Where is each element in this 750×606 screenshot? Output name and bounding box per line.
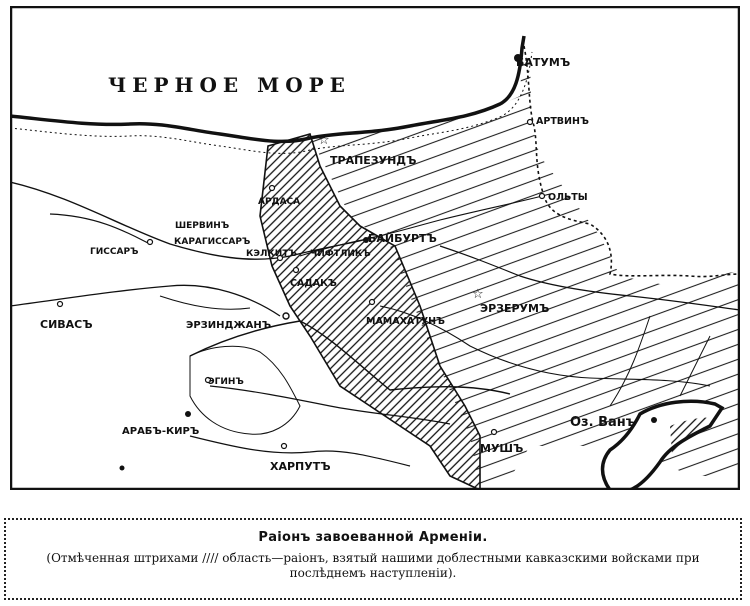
city-kelkit: КЭЛКИТЪ <box>246 249 297 259</box>
map: ☆ ☆ ЧЕРНОЕ МОРЕ БАТУМЪ АРТВИНЪ ТРАПЕЗУНД… <box>10 6 740 490</box>
city-erzindzhan: ЭРЗИНДЖАНЪ <box>186 320 271 331</box>
city-sivas: СИВАСЪ <box>40 318 93 331</box>
city-mush: МУШЪ <box>480 442 523 455</box>
sea-label: ЧЕРНОЕ МОРЕ <box>108 73 351 97</box>
city-kharput: ХАРПУТЪ <box>270 460 331 473</box>
svg-text:☆: ☆ <box>472 287 484 302</box>
city-karagissar: КАРАГИССАРЪ <box>174 237 250 247</box>
svg-text:☆: ☆ <box>318 133 330 148</box>
lake-label: Оз. Ванъ <box>570 415 636 430</box>
city-olty: ОЛЬТЫ <box>548 192 588 203</box>
caption-title: Раіонъ завоеванной Арменіи. <box>258 530 488 545</box>
city-erzerum: ЭРЗЕРУМЪ <box>480 302 549 315</box>
city-trapezund: ТРАПЕЗУНДЪ <box>330 154 416 167</box>
city-mamakhatun: МАМАХАТУНЪ <box>366 316 445 327</box>
conquered-region-horizontal <box>310 56 740 490</box>
city-arabkir: АРАБЪ-КИРЪ <box>122 426 199 437</box>
frontier-line <box>523 45 740 278</box>
city-artvin: АРТВИНЪ <box>536 116 589 127</box>
city-sadak: САДАКЪ <box>290 278 337 289</box>
city-ardasa: АРДАСА <box>258 197 300 207</box>
city-shervin: ШЕРВИНЪ <box>175 221 229 231</box>
city-egin: ЭГИНЪ <box>208 377 244 387</box>
city-chiftlik: ЧИФТЛИКЪ <box>310 249 371 259</box>
conquered-region-dense <box>259 133 481 490</box>
city-baiburt: БАЙБУРТЪ <box>368 232 437 245</box>
city-gissar: ГИССАРЪ <box>90 247 139 257</box>
caption-note: (Отмѣченная штрихами //// область—раіонъ… <box>46 551 700 580</box>
city-batum: БАТУМЪ <box>516 56 570 69</box>
caption-box: Раіонъ завоеванной Арменіи. (Отмѣченная … <box>4 518 742 600</box>
black-sea-coast <box>10 35 526 144</box>
